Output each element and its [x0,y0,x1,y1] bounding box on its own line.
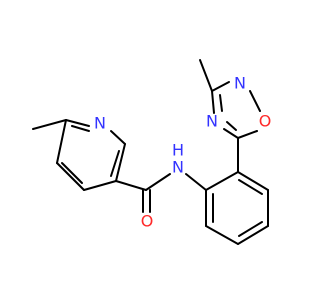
amide-hydrogen-label: H [172,141,184,160]
bond-benz-2-3-inner [238,179,263,195]
oxadiazole-left-nitrogen-label: N [206,112,218,131]
bond-benz-1-2 [205,171,239,191]
bond-layer [32,59,269,245]
bond-oxa-n4-c5 [223,128,239,139]
bond-carbonyl-amide-n [145,173,171,191]
bond-benz-2-3 [237,171,269,191]
bond-oxa-n-c3 [211,81,230,92]
bond-benz-4-5 [237,225,269,245]
molecule-structure: N H N O N O N [32,59,271,245]
bond-oxa-o-n [249,90,261,112]
bond-pyr-c4-c5-inner [61,162,83,184]
oxadiazole-top-nitrogen-label: N [234,74,246,93]
atom-label-layer: N H N O N O N [94,74,271,231]
bond-oxa-c5-o [237,130,258,139]
bond-oxa-c3-n4-inner [219,94,223,112]
bond-pyr-c4-c5 [56,162,85,191]
bond-oxadiazole-methyl [199,59,213,92]
bond-pyr-c3-c4 [83,180,117,191]
bond-pyr-c6-n1-inner [71,125,90,132]
bond-pyr-carbonyl [115,180,147,191]
amide-nitrogen-label: N [172,158,184,177]
bond-pyr-c6-n1 [65,119,90,127]
bond-oxa-c3-n4 [211,90,215,114]
bond-pyr-n1-c2 [110,130,126,145]
pyridine-nitrogen-label: N [94,114,106,133]
bond-amide-n-phenyl [185,173,207,191]
bond-benz-5-6 [205,225,239,245]
bond-benz-4-5-inner [238,221,263,237]
bond-pyr-c2-c3-inner [110,150,120,177]
oxadiazole-oxygen-label: O [259,112,272,131]
bond-pyr-c5-c6 [56,119,67,164]
bond-pyr-c2-c3 [115,143,126,182]
bond-methyl-pyridine [32,119,67,130]
bond-oxa-n4-c5-inner [226,121,237,131]
carbonyl-oxygen-label: O [141,212,154,231]
